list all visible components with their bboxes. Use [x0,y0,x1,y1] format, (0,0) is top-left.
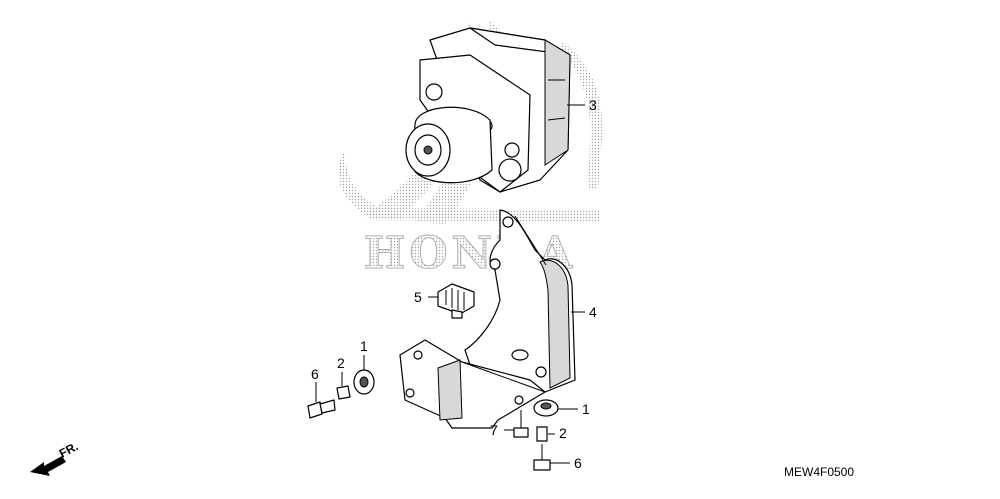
callout-4: 4 [589,304,597,320]
callout-2-left: 2 [337,355,345,371]
mounting-plate-drawing [399,339,546,429]
abs-modulator-drawing [405,27,571,193]
callout-2-right: 2 [559,425,567,441]
callout-6-left: 6 [311,366,319,382]
callout-1-right: 1 [582,401,590,417]
diagram-code: MEW4F0500 [784,465,854,479]
callout-7: 7 [490,422,498,438]
left-fasteners-drawing [307,369,375,419]
modulator-bracket-drawing [464,209,576,393]
front-arrow-icon [30,456,66,476]
leader-lines [315,104,585,464]
front-direction-marker: FR. [30,439,80,476]
right-fasteners-drawing [513,399,559,471]
callout-1-left: 1 [360,338,368,354]
clip-drawing [437,283,475,319]
callout-3: 3 [589,97,597,113]
callout-6-right: 6 [574,455,582,471]
callout-5: 5 [414,289,422,305]
